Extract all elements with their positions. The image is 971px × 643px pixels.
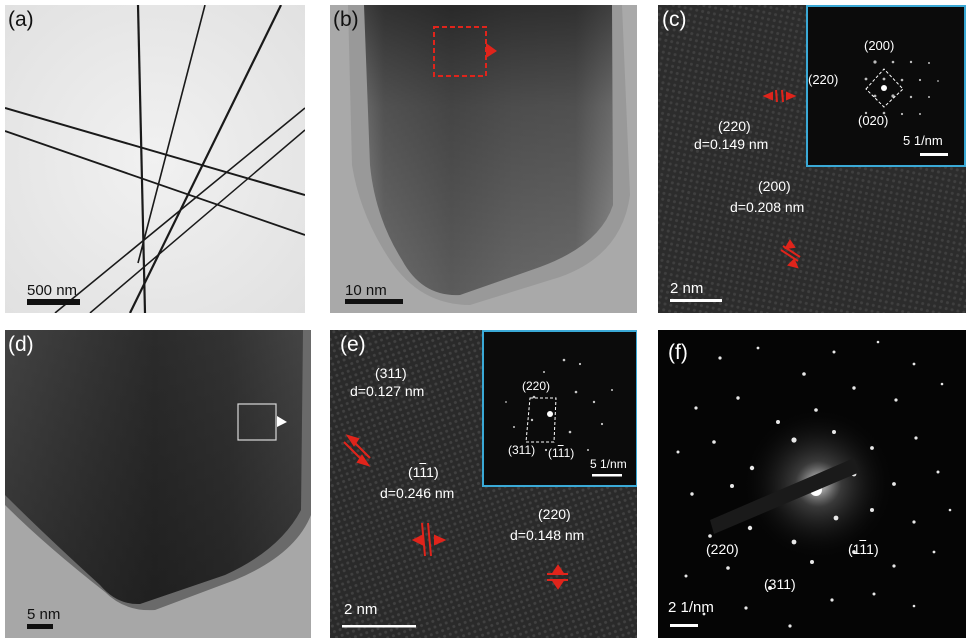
spot-label: (220) (706, 541, 739, 557)
scale-bar (670, 299, 722, 302)
plane-index: (1 (548, 446, 558, 460)
plane-index-bar: 1 (419, 464, 427, 480)
plane-index: 1) (426, 464, 439, 480)
scale-bar-label: 2 1/nm (668, 599, 714, 616)
fringe-plane-label: (220) (538, 506, 571, 522)
inset-scale-bar (592, 474, 622, 477)
panel-e: (e) (311) d=0.127 nm (111) d=0.246 nm (2… (330, 330, 637, 638)
scale-bar (670, 624, 698, 627)
plane-index: (1 (848, 541, 860, 557)
scale-bar-label: 2 nm (344, 601, 378, 618)
fringe-spacing-label: d=0.148 nm (510, 527, 585, 543)
panel-label: (f) (668, 341, 688, 364)
spot-label: (220) (522, 379, 551, 393)
spot-label: (111) (848, 541, 879, 558)
scale-bar (342, 625, 416, 628)
plane-index: (1 (408, 464, 420, 480)
plane-index: 1) (866, 541, 879, 557)
plane-index-bar: 1 (859, 541, 867, 557)
inset-scale-bar-label: 5 1/nm (590, 457, 627, 471)
spot-label: (020) (858, 113, 889, 128)
fringe-spacing-label: d=0.208 nm (730, 199, 805, 215)
arrow-marker-icon (486, 43, 497, 58)
arrow-marker-icon (277, 416, 287, 427)
scale-bar-label: 5 nm (27, 606, 61, 623)
spot-label: (311) (508, 443, 536, 457)
panel-a-nanowire-image (5, 5, 305, 313)
panel-b: (b) 10 nm (330, 5, 637, 313)
fringe-spacing-label: d=0.246 nm (380, 485, 455, 501)
spot-label: (220) (808, 72, 839, 87)
beam-stop (710, 458, 860, 534)
plane-index-bar: 1 (557, 446, 564, 460)
panel-label: (b) (333, 8, 359, 31)
scale-bar-label: 500 nm (27, 282, 78, 299)
fringe-spacing-label: d=0.149 nm (694, 136, 769, 152)
fft-pattern (484, 332, 636, 485)
fringe-spacing-label: d=0.127 nm (350, 383, 425, 399)
panel-a: (a) 500 nm (5, 5, 305, 313)
spot-label: (200) (864, 38, 895, 53)
panel-d-nanowire-tip-image (5, 330, 311, 638)
inset-scale-bar (920, 153, 948, 156)
panel-label: (c) (662, 8, 687, 31)
fringe-plane-label: (111) (408, 464, 439, 481)
fft-pattern (808, 7, 964, 165)
panel-f-diffraction-pattern (658, 330, 966, 638)
panel-f: (f) (220) (111) (311) 2 1/nm (658, 330, 966, 638)
fft-inset: (200) (220) (020) 5 1/nm (806, 5, 966, 167)
scale-bar-label: 10 nm (345, 282, 387, 299)
inset-scale-bar-label: 5 1/nm (903, 133, 943, 148)
scale-bar-label: 2 nm (670, 280, 704, 297)
spot-label: (111) (548, 445, 574, 462)
scale-bar (27, 624, 53, 629)
fringe-plane-label: (220) (718, 118, 751, 134)
panel-b-nanowire-tip-image (330, 5, 637, 313)
plane-index: 1) (563, 446, 575, 460)
scale-bar (345, 299, 403, 304)
panel-label: (a) (8, 8, 34, 31)
panel-label: (e) (340, 333, 366, 356)
region-box (237, 403, 277, 441)
fringe-plane-label: (200) (758, 178, 791, 194)
fringe-plane-label: (311) (375, 365, 407, 381)
panel-label: (d) (8, 333, 34, 356)
panel-c: (c) (220) d=0.149 nm (200) d=0.208 nm 2 … (658, 5, 966, 313)
fft-inset: (220) (311) (111) 5 1/nm (482, 330, 637, 487)
spot-label: (311) (764, 576, 796, 592)
scale-bar (27, 299, 80, 305)
panel-d: (d) 5 nm (5, 330, 311, 638)
